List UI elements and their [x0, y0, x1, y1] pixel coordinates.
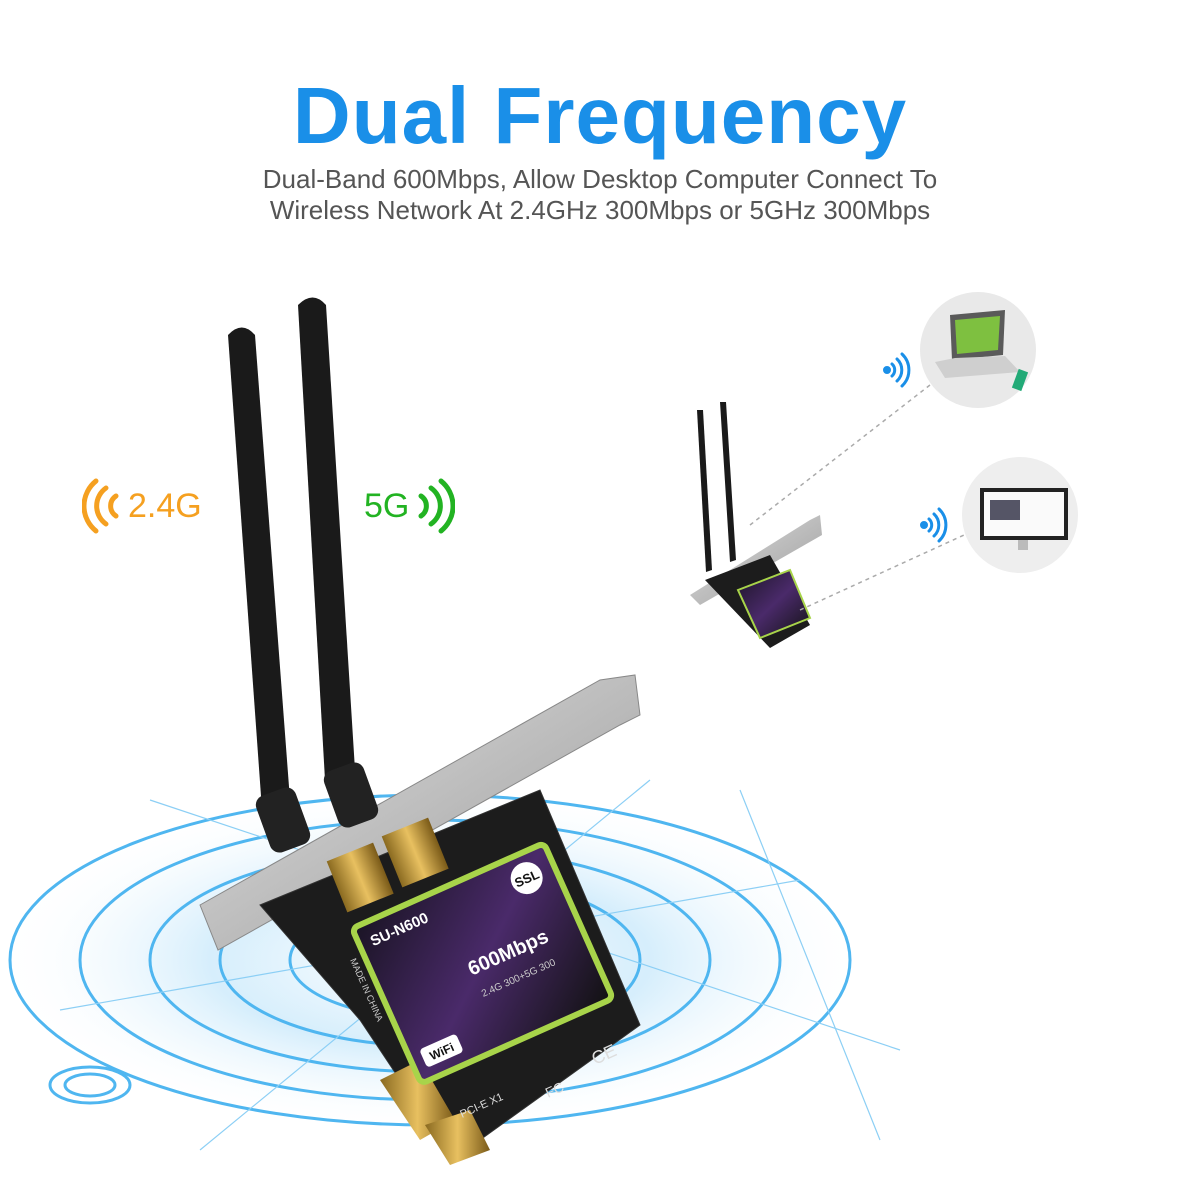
fc-mark: FC	[543, 1079, 567, 1101]
connection-lines	[749, 384, 976, 611]
antenna-connector-left	[326, 842, 394, 913]
pci-e-gold-fingers	[380, 1060, 455, 1140]
band-label: 2.4G	[128, 486, 202, 525]
module-label: SSL SU-N600 600Mbps 2.4G 300+5G 300 WiFi	[350, 841, 615, 1085]
band-5g: 5G	[364, 478, 456, 534]
antenna-connector-right	[381, 817, 449, 888]
wifi-waves-icon	[418, 478, 456, 534]
wifi-waves-icon	[82, 478, 119, 534]
laptop-thumbnail	[920, 292, 1036, 408]
antenna-right	[298, 297, 379, 828]
subtitle-line-2: Wireless Network At 2.4GHz 300Mbps or 5G…	[269, 195, 931, 225]
monitor-thumbnail	[962, 457, 1078, 573]
subtitle-line-1: Dual-Band 600Mbps, Allow Desktop Compute…	[262, 164, 938, 194]
wifi-icon	[883, 352, 911, 388]
wifi-icon	[920, 507, 948, 543]
band-label: 5G	[364, 486, 410, 525]
page-title: Dual Frequency	[292, 71, 908, 160]
antenna-left	[228, 327, 311, 853]
band-2-4g: 2.4G	[82, 478, 202, 534]
pci-bracket	[199, 674, 641, 951]
inset-card	[690, 402, 822, 648]
